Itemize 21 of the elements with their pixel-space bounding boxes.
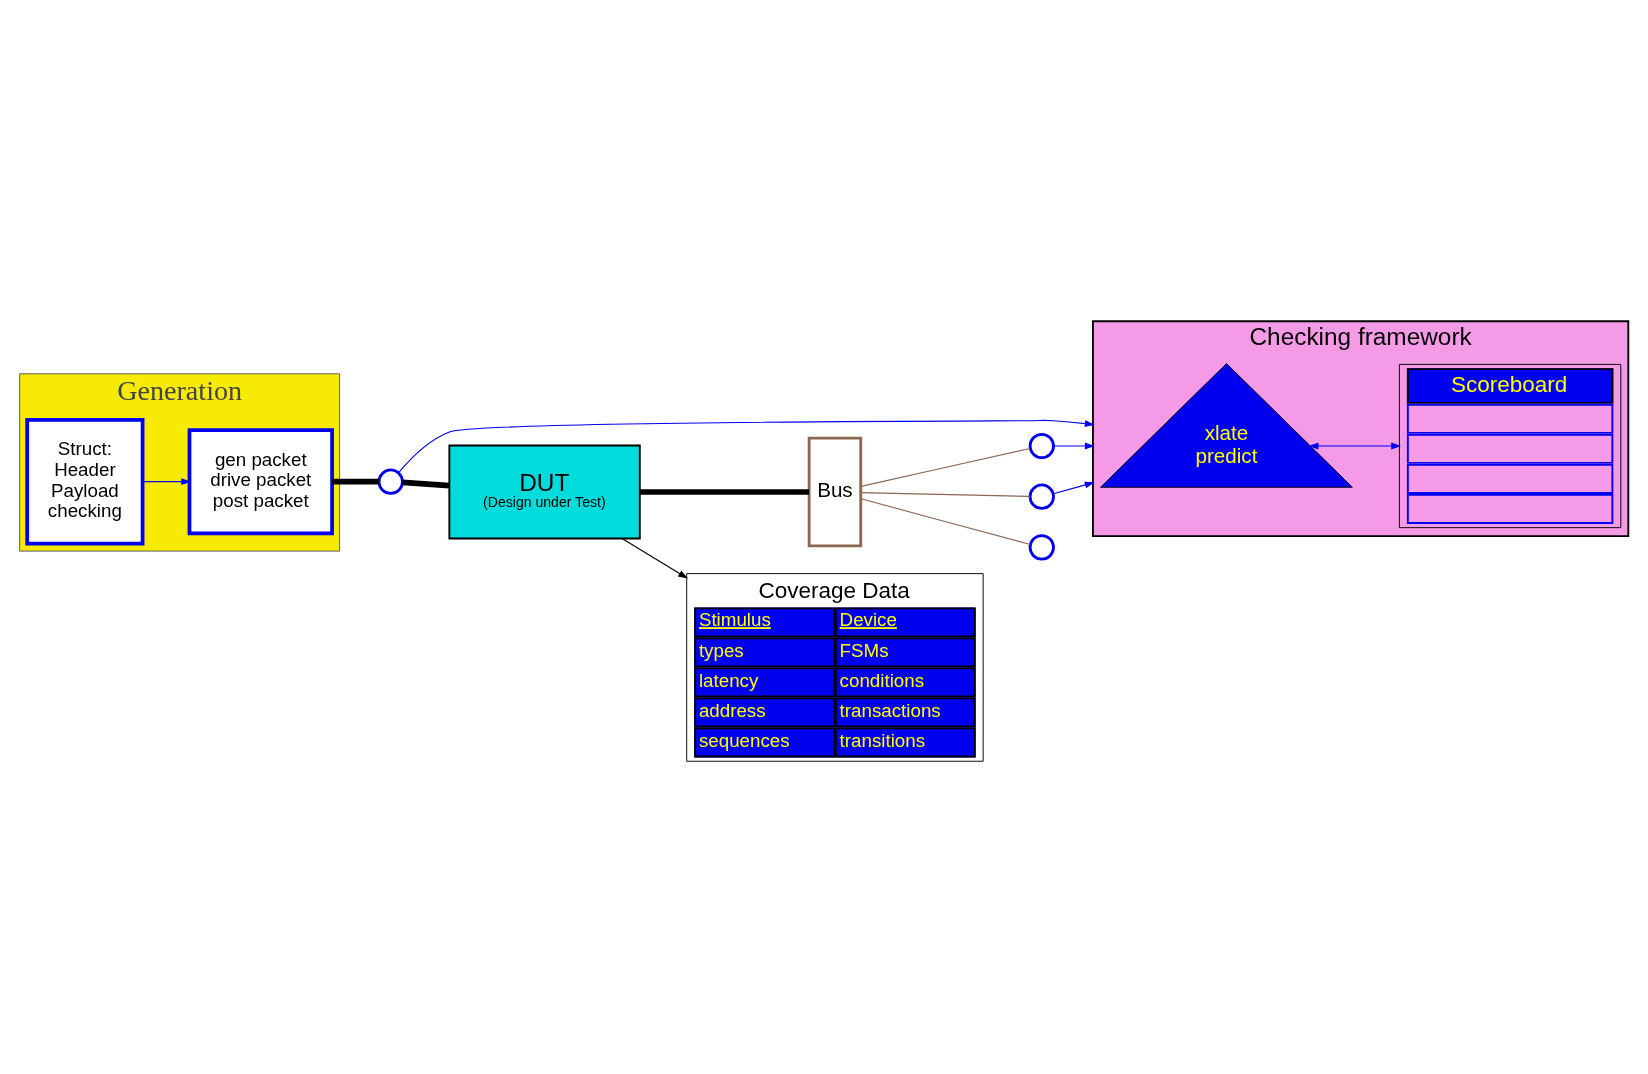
node-circle	[1028, 432, 1055, 459]
connector	[332, 478, 379, 484]
arrow	[398, 419, 1095, 473]
node-box: Bus	[807, 436, 863, 547]
node-box: Coverage Data Stimulus Device types FSMs latency conditions address transactions sequences transitions	[686, 572, 984, 762]
node-box: Struct: Header Payload checking	[25, 417, 145, 545]
arrow	[1308, 442, 1402, 449]
arrow	[1053, 442, 1095, 449]
node-circle	[377, 468, 404, 495]
connector	[402, 479, 450, 488]
node-box: gen packet drive packet post packet	[187, 427, 334, 535]
connector	[639, 488, 810, 495]
node-circle	[1028, 533, 1055, 560]
arrow	[621, 537, 688, 579]
connector	[860, 491, 1031, 497]
connector	[860, 447, 1031, 487]
arrow	[1052, 481, 1095, 494]
connector	[860, 497, 1031, 545]
node-box: Scoreboard	[1398, 363, 1622, 528]
node-box: DUT (Design under Test)	[448, 444, 641, 539]
node-circle	[1028, 483, 1055, 510]
